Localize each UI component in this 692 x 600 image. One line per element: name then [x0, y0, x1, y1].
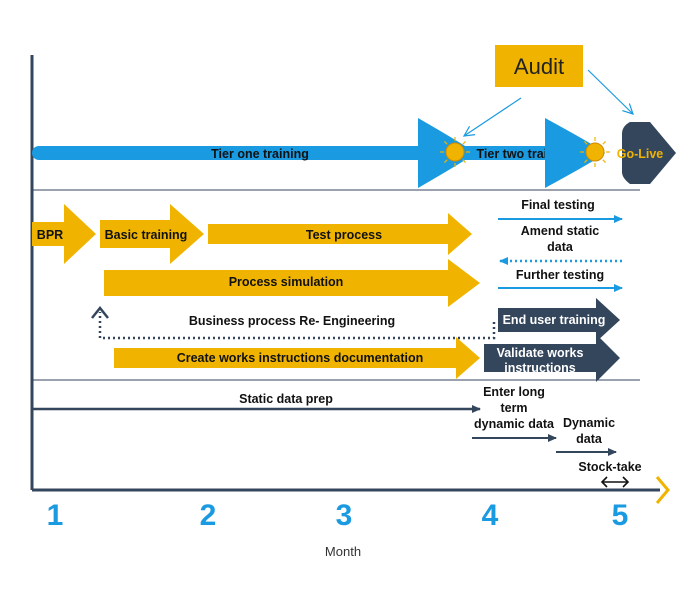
create-works-label: Create works instructions documentation: [177, 351, 424, 365]
sun-icon: [440, 137, 470, 167]
validate-works-arrow: [484, 334, 620, 382]
process-simulation-arrow: [104, 259, 480, 307]
go-live-shape: [622, 122, 676, 184]
audit-pointer-right: [587, 69, 633, 114]
audit-pointer-left: [464, 97, 522, 136]
x-axis-chevron-icon: [655, 476, 670, 504]
audit-box: [495, 45, 583, 87]
sun-icon: [580, 137, 610, 167]
basic-training-arrow: [100, 204, 204, 264]
bpr-engineering-label: Business process Re- Engineering: [189, 314, 395, 328]
bpr-arrow: [32, 204, 96, 264]
validate-works-label: Validate works: [497, 346, 584, 360]
audit-label: Audit: [514, 54, 564, 79]
go-live-label: Go-Live: [617, 147, 664, 161]
tier-one-label: Tier one training: [211, 147, 309, 161]
final-testing-label: Final testing: [521, 198, 595, 212]
end-user-training-arrow: [498, 298, 620, 342]
amend-static-label-2: data: [547, 240, 574, 254]
amend-static-label: Amend static: [521, 224, 600, 238]
double-arrow-icon: [600, 476, 630, 488]
up-arrow-icon: [91, 305, 109, 319]
enter-long-label-3: dynamic data: [474, 417, 555, 431]
tier-two-bar: [450, 146, 560, 160]
tier-one-bar: [32, 146, 432, 160]
month-3: 3: [336, 499, 353, 532]
enter-long-label-2: term: [500, 401, 527, 415]
further-testing-label: Further testing: [516, 268, 604, 282]
create-works-arrow: [114, 337, 480, 379]
validate-works-label-2: instructions: [504, 361, 576, 375]
end-user-training-label: End user training: [503, 313, 606, 327]
bpr-label: BPR: [37, 228, 63, 242]
test-process-arrow: [208, 213, 472, 255]
enter-long-label: Enter long: [483, 385, 545, 399]
tier-two-head: [545, 118, 605, 188]
month-2: 2: [200, 499, 217, 532]
stock-take-label: Stock-take: [578, 460, 641, 474]
month-1: 1: [47, 499, 64, 532]
process-simulation-label: Process simulation: [229, 275, 344, 289]
basic-training-label: Basic training: [105, 228, 188, 242]
test-process-label: Test process: [306, 228, 382, 242]
dynamic-data-label: Dynamic: [563, 416, 615, 430]
dynamic-data-label-2: data: [576, 432, 603, 446]
static-data-prep-label: Static data prep: [239, 392, 333, 406]
month-4: 4: [482, 499, 499, 532]
axis-label: Month: [325, 544, 361, 559]
month-5: 5: [612, 499, 629, 532]
